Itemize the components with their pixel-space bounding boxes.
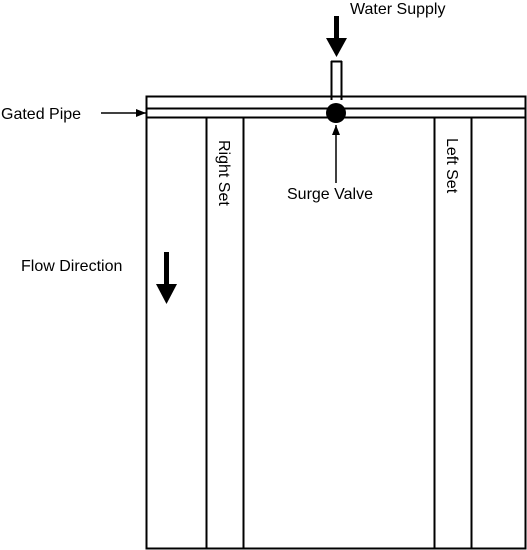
water-supply-label: Water Supply — [350, 1, 445, 18]
flow-direction-arrow-icon — [156, 252, 177, 304]
supply-riser-pipe — [330, 60, 343, 100]
right-set-label: Right Set — [215, 140, 232, 206]
left-set-label: Left Set — [443, 138, 460, 194]
gated-pipe-label: Gated Pipe — [1, 106, 81, 123]
flow-direction-label: Flow Direction — [21, 258, 122, 275]
surge-valve-icon — [326, 103, 346, 123]
water-supply-arrow-icon — [326, 16, 347, 57]
surge-valve-label: Surge Valve — [287, 186, 373, 203]
field-outline — [145, 95, 527, 550]
